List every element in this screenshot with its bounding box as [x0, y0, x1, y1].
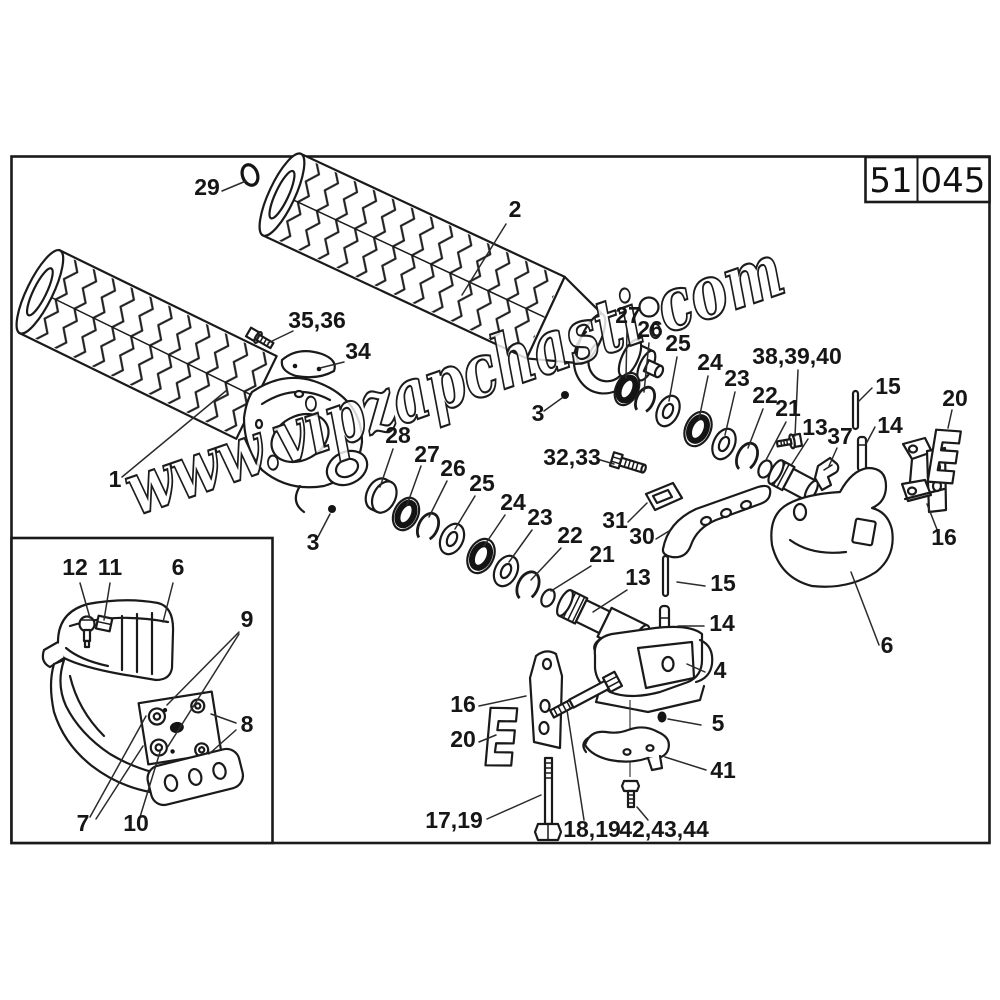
plug-3-mid [328, 505, 336, 513]
callout-42-43-44: 42,43,44 [619, 816, 709, 842]
callout-21-top: 21 [775, 395, 801, 421]
callout-16-mid: 16 [450, 691, 476, 717]
callout-5: 5 [712, 710, 725, 736]
callout-20-right: 20 [942, 385, 968, 411]
callout-15-mid: 15 [710, 570, 736, 596]
callout-13-mid: 13 [625, 564, 651, 590]
callout-26-top: 26 [637, 316, 663, 342]
leader-lines [79, 180, 953, 821]
callout-22-top: 22 [752, 382, 778, 408]
callout-31: 31 [602, 507, 628, 533]
page-number-left: 51 [869, 161, 912, 201]
callout-23-top: 23 [724, 365, 750, 391]
callout-37: 37 [827, 423, 853, 449]
inset-box [10, 536, 274, 845]
inset-nut-11 [94, 614, 114, 633]
pin-15-mid [661, 554, 670, 598]
callout-29: 29 [194, 174, 220, 200]
callout-9: 9 [241, 606, 254, 632]
callout-16-right: 16 [931, 524, 957, 550]
callout-27-mid: 27 [414, 441, 440, 467]
guard-41 [582, 726, 670, 772]
callout-1: 1 [109, 466, 122, 492]
callout-27-top: 27 [615, 302, 641, 328]
bolt-38-39-40 [775, 432, 804, 450]
pin-15-right [851, 389, 860, 431]
callout-7: 7 [77, 810, 90, 836]
support-6-right [770, 466, 894, 588]
callout-25-mid: 25 [469, 470, 495, 496]
pin-14-right [856, 435, 868, 473]
plate-31 [644, 481, 684, 512]
callout-11: 11 [98, 554, 123, 580]
bracket-16-mid [528, 650, 564, 750]
callout-41: 41 [710, 757, 736, 783]
callout-26-mid: 26 [440, 455, 466, 481]
strap-34 [280, 349, 336, 379]
roller-1 [15, 248, 369, 605]
callout-24-top: 24 [697, 349, 723, 375]
callout-23-mid: 23 [527, 504, 553, 530]
callout-25-top: 25 [665, 330, 691, 356]
callout-10: 10 [123, 810, 149, 836]
callout-28: 28 [385, 422, 411, 448]
callout-6-inset: 6 [172, 554, 185, 580]
callout-32-33: 32,33 [543, 444, 601, 470]
callout-17-19: 17,19 [425, 807, 483, 833]
callout-22-mid: 22 [557, 522, 583, 548]
page-number-box [864, 155, 991, 204]
callout-21-mid: 21 [589, 541, 615, 567]
callout-6-right: 6 [881, 632, 894, 658]
bolt-17-19 [533, 756, 563, 842]
link-30 [661, 484, 772, 559]
screw-42-43-44 [620, 779, 641, 809]
bearing-set-upper [613, 296, 773, 479]
callout-13-right: 13 [802, 414, 828, 440]
callout-14-mid: 14 [709, 610, 735, 636]
inset-bolt-12 [78, 615, 96, 649]
callout-20-mid: 20 [450, 726, 476, 752]
callout-18-19: 18,19 [563, 816, 621, 842]
bolt-18-19 [549, 670, 624, 719]
callout-labels: 29 2 35,36 34 1 3 27 26 25 24 23 22 21 3… [62, 174, 968, 842]
callout-4: 4 [714, 657, 727, 683]
plug-3-top [561, 391, 569, 399]
bolt-35-36 [244, 326, 275, 350]
shim-20-mid [484, 706, 519, 767]
callout-8: 8 [241, 711, 254, 737]
callout-24-mid: 24 [500, 489, 526, 515]
bearing-set-lower [364, 477, 556, 608]
callout-15-right: 15 [875, 373, 901, 399]
bolt-32-33 [608, 451, 647, 474]
callout-30: 30 [629, 523, 655, 549]
o-ring-29 [240, 163, 260, 187]
callout-38-39-40: 38,39,40 [752, 343, 842, 369]
shim-20-right [926, 428, 962, 485]
clamp-37 [813, 456, 840, 492]
callout-34: 34 [345, 338, 371, 364]
callout-3-mid: 3 [307, 529, 320, 555]
callout-2: 2 [509, 196, 522, 222]
inset-foot-10 [146, 747, 245, 807]
callout-3-top: 3 [532, 400, 545, 426]
page-number-right: 045 [921, 161, 986, 201]
callout-35-36: 35,36 [288, 307, 346, 333]
housing-4 [593, 625, 714, 714]
plug-5 [657, 711, 667, 723]
callout-12: 12 [62, 554, 88, 580]
callout-14-right: 14 [877, 412, 903, 438]
roller-2 [258, 152, 665, 395]
